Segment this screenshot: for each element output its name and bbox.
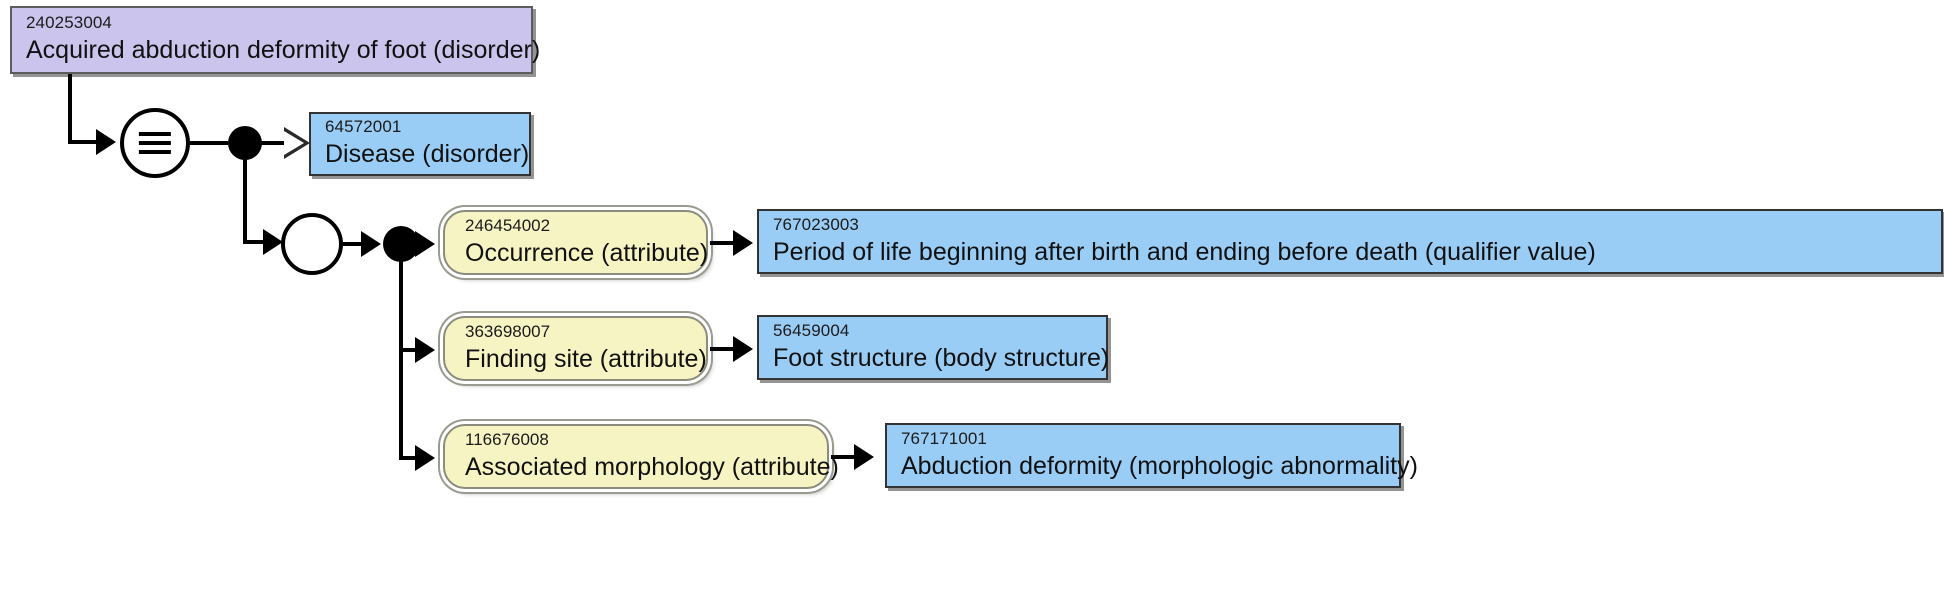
arrow-to-associated-morphology-attribute <box>415 445 435 471</box>
value-term-associated-morphology: Abduction deformity (morphologic abnorma… <box>901 451 1418 480</box>
parent-concept-sctid: 64572001 <box>325 117 402 137</box>
connector-spine-row1 <box>399 242 417 246</box>
arrow-is-a-hollow <box>284 127 310 159</box>
focus-concept-sctid: 240253004 <box>26 13 112 33</box>
connector-equivalence-to-isa-dot <box>190 141 228 145</box>
connector-associated-morphology-to-value <box>831 455 857 459</box>
attribute-term-occurrence: Occurrence (attribute) <box>465 238 709 267</box>
connector-isa-dot-to-arrow <box>259 141 287 145</box>
focus-concept-box[interactable]: 240253004 Acquired abduction deformity o… <box>10 6 541 74</box>
arrow-to-rolegroup-circle <box>263 229 283 255</box>
connector-occurrence-to-value <box>710 241 736 245</box>
attribute-sctid-associated-morphology: 116676008 <box>465 429 549 449</box>
arrow-focus-to-equivalence <box>96 129 116 155</box>
connector-to-rolegroup <box>243 240 265 244</box>
connector-focus-down <box>68 74 72 140</box>
focus-concept-term: Acquired abduction deformity of foot (di… <box>26 36 541 65</box>
connector-isa-dot-down <box>243 158 247 240</box>
connector-rolegroup-to-dot <box>343 242 365 246</box>
value-sctid-finding-site: 56459004 <box>773 320 850 340</box>
attribute-sctid-occurrence: 246454002 <box>465 215 551 235</box>
role-group-node[interactable] <box>281 213 343 275</box>
connector-spine-row3 <box>399 456 417 460</box>
equivalence-node[interactable] <box>120 108 190 178</box>
arrow-to-finding-site-attribute <box>415 337 435 363</box>
isa-junction-dot <box>228 126 262 160</box>
parent-concept-term: Disease (disorder) <box>325 140 530 169</box>
value-sctid-occurrence: 767023003 <box>773 214 859 234</box>
arrow-finding-site-to-value <box>733 336 753 362</box>
attribute-box-associated-morphology[interactable]: 116676008 Associated morphology (attribu… <box>443 424 839 489</box>
attribute-box-finding-site[interactable]: 363698007 Finding site (attribute) <box>443 316 708 381</box>
parent-concept-box[interactable]: 64572001 Disease (disorder) <box>309 112 531 176</box>
equivalence-bars-icon <box>138 132 172 154</box>
value-box-finding-site[interactable]: 56459004 Foot structure (body structure) <box>757 315 1110 380</box>
value-term-occurrence: Period of life beginning after birth and… <box>773 237 1596 266</box>
connector-finding-site-to-value <box>710 347 736 351</box>
value-box-occurrence[interactable]: 767023003 Period of life beginning after… <box>757 209 1943 274</box>
value-box-associated-morphology[interactable]: 767171001 Abduction deformity (morpholog… <box>885 423 1418 488</box>
connector-spine-row2 <box>399 348 417 352</box>
attribute-sctid-finding-site: 363698007 <box>465 321 551 341</box>
arrow-associated-morphology-to-value <box>854 444 874 470</box>
value-term-finding-site: Foot structure (body structure) <box>773 343 1110 372</box>
value-sctid-associated-morphology: 767171001 <box>901 428 987 448</box>
attribute-box-occurrence[interactable]: 246454002 Occurrence (attribute) <box>443 210 708 275</box>
arrow-occurrence-to-value <box>733 230 753 256</box>
attribute-term-associated-morphology: Associated morphology (attribute) <box>465 452 839 481</box>
attribute-spine <box>399 244 403 460</box>
connector-focus-right <box>68 140 98 144</box>
arrow-to-occurrence-attribute <box>415 231 435 257</box>
attribute-term-finding-site: Finding site (attribute) <box>465 344 707 373</box>
arrow-rolegroup-to-dot <box>361 231 381 257</box>
